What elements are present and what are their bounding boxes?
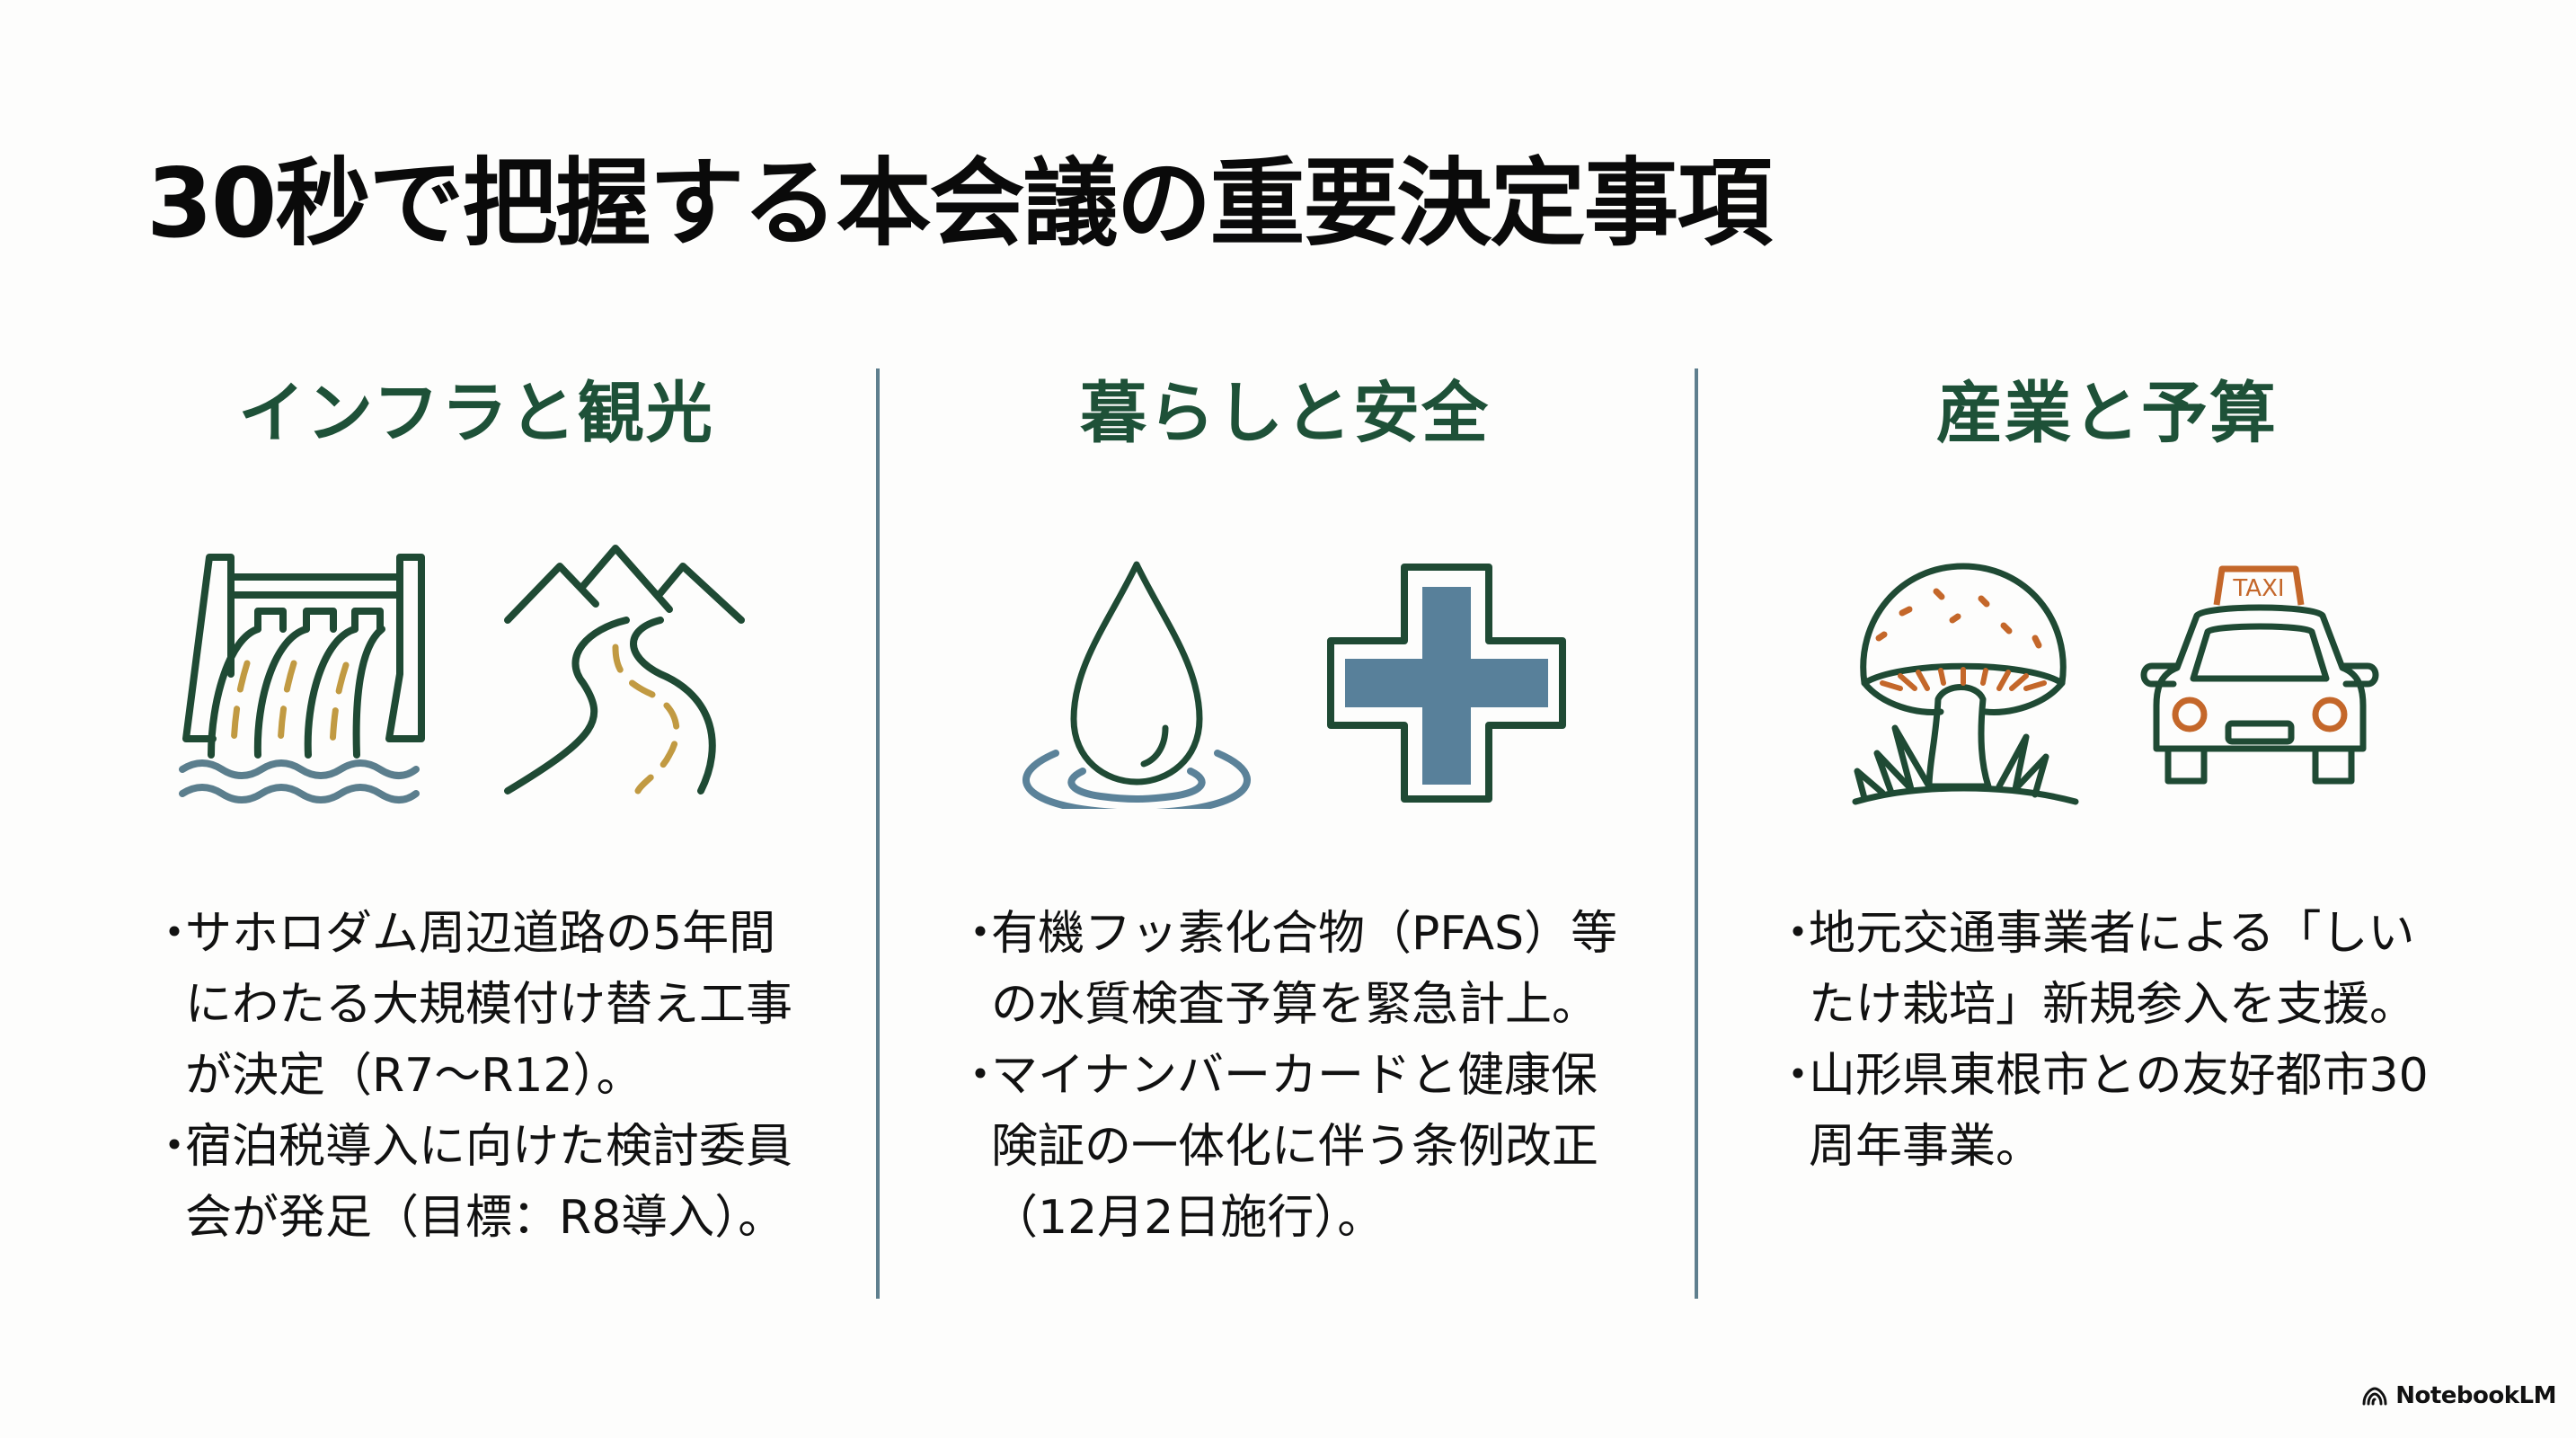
bullet-text-line: 有機フッ素化合物（PFAS）等: [991, 907, 1618, 961]
bullet-marker: ・: [151, 1120, 199, 1174]
bullet-marker: ・: [1775, 907, 1822, 961]
icon-group: TAXI: [1703, 539, 2511, 836]
taxi-icon: TAXI: [2140, 565, 2379, 785]
medical-cross-icon: [1327, 564, 1566, 803]
bullet-text-line: にわたる大規模付け替え工事: [185, 978, 793, 1032]
bullet-text-line: 地元交通事業者による「しい: [1809, 907, 2415, 961]
bullet-marker: ・: [1775, 1049, 1822, 1103]
notebooklm-watermark: NotebookLM: [2361, 1382, 2556, 1409]
mountain-road-icon: [504, 545, 745, 794]
column-industry-budget: 産業と予算: [1703, 360, 2511, 1174]
brand-name: NotebookLM: [2395, 1382, 2556, 1409]
bullet-text-line: たけ栽培」新規参入を支援。: [1809, 978, 2417, 1032]
bullet-text-line: 周年事業。: [1809, 1120, 2043, 1174]
bullet-item: ・ 山形県東根市との友好都市30 周年事業。: [1775, 1041, 2429, 1183]
column-heading: 暮らしと安全: [1080, 375, 1490, 452]
column-heading: 産業と予算: [1936, 375, 2278, 452]
column-divider: [876, 368, 880, 1299]
bullet-item: ・ 宿泊税導入に向けた検討委員 会が発足（目標：R8導入）。: [151, 1112, 792, 1254]
bullet-text-line: マイナンバーカードと健康保: [991, 1049, 1598, 1103]
bullet-marker: ・: [957, 907, 1005, 961]
column-heading: インフラと観光: [238, 375, 714, 452]
bullet-list: ・ 有機フッ素化合物（PFAS）等 の水質検査予算を緊急計上。 ・ マイナンバー…: [957, 899, 1617, 1254]
bullet-list: ・ サホロダム周辺道路の5年間 にわたる大規模付け替え工事 が決定（R7〜R12…: [151, 899, 792, 1254]
bullet-text-line: （12月2日施行）。: [991, 1191, 1385, 1245]
bullet-text-line: 宿泊税導入に向けた検討委員: [185, 1120, 793, 1174]
icon-group: [72, 539, 881, 836]
column-divider: [1695, 368, 1698, 1299]
bullet-marker: ・: [151, 907, 199, 961]
column-living-safety: 暮らしと安全 ・ 有機フッ素化合物（PFAS）等 の水質検査予算を緊急計上。 ・…: [881, 360, 1689, 1245]
bullet-text-line: の水質検査予算を緊急計上。: [991, 978, 1599, 1032]
slide-title: 30秒で把握する本会議の重要決定事項: [146, 148, 1773, 259]
notebooklm-logo-icon: [2362, 1387, 2387, 1406]
bullet-item: ・ 有機フッ素化合物（PFAS）等 の水質検査予算を緊急計上。: [957, 899, 1617, 1041]
bullet-list: ・ 地元交通事業者による「しい たけ栽培」新規参入を支援。 ・ 山形県東根市との…: [1775, 899, 2429, 1183]
bullet-text-line: 山形県東根市との友好都市30: [1809, 1049, 2429, 1103]
bullet-text-line: 険証の一体化に伴う条例改正: [991, 1120, 1599, 1174]
bullet-item: ・ サホロダム周辺道路の5年間 にわたる大規模付け替え工事 が決定（R7〜R12…: [151, 899, 792, 1112]
bullet-marker: ・: [957, 1049, 1005, 1103]
bullet-text-line: が決定（R7〜R12）。: [185, 1049, 643, 1103]
bullet-text-line: 会が発足（目標：R8導入）。: [185, 1191, 785, 1245]
bullet-item: ・ 地元交通事業者による「しい たけ栽培」新規参入を支援。: [1775, 899, 2429, 1041]
bullet-item: ・ マイナンバーカードと健康保 険証の一体化に伴う条例改正 （12月2日施行）。: [957, 1041, 1617, 1254]
taxi-sign-text: TAXI: [2232, 575, 2284, 602]
mushroom-icon: [1852, 563, 2079, 805]
icon-group: [881, 539, 1689, 836]
water-drop-icon: [1022, 561, 1251, 809]
dam-icon: [179, 554, 425, 803]
column-infrastructure-tourism: インフラと観光: [72, 360, 881, 1245]
bullet-text-line: サホロダム周辺道路の5年間: [185, 907, 776, 961]
